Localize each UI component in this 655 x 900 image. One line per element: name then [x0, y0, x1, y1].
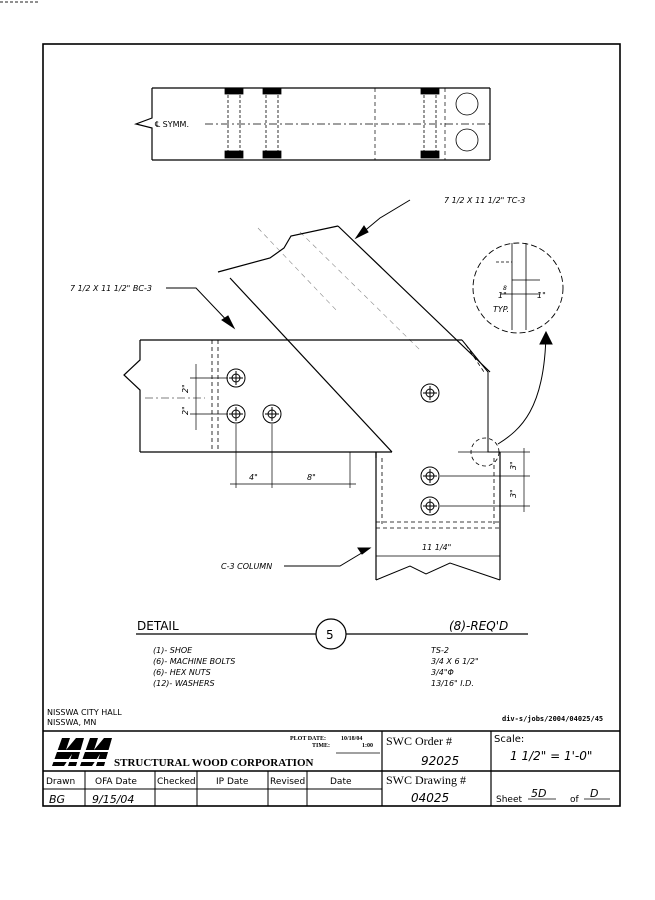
- of-value: D: [590, 787, 598, 800]
- detail-title-text: DETAIL: [137, 619, 179, 633]
- project-location: NISSWA, MN: [47, 718, 96, 727]
- sheet-border: [42, 43, 621, 807]
- plot-date: 10/18/04: [341, 736, 362, 742]
- bc-callout: 7 1/2 X 11 1/2" BC-3: [70, 284, 152, 293]
- header-ip-date: IP Date: [216, 777, 249, 787]
- header-revised: Revised: [270, 777, 305, 787]
- connection-detail: [123, 199, 564, 581]
- tc-callout: 7 1/2 X 11 1/2" TC-3: [444, 196, 525, 205]
- company-logo: [50, 738, 112, 766]
- drawing-label: SWC Drawing #: [386, 773, 466, 787]
- header-drawn: Drawn: [46, 777, 75, 787]
- header-ofa-date: OFA Date: [95, 777, 137, 787]
- drawing-number: 04025: [411, 791, 449, 805]
- order-number: 92025: [421, 754, 459, 768]
- project-name: NISSWA CITY HALL: [47, 708, 122, 717]
- dim-2a: 2": [181, 384, 190, 393]
- value-ofa-date: 9/15/04: [92, 793, 134, 806]
- title-block: [43, 730, 620, 806]
- detail-number: 5: [326, 628, 334, 642]
- detail-gap-2: 1": [537, 291, 546, 300]
- dim-4: 4": [249, 473, 258, 482]
- detail-required: (8)-REQ'D: [449, 619, 508, 633]
- material-left-2: (6)- MACHINE BOLTS: [153, 657, 235, 666]
- material-right-4: 13/16" I.D.: [431, 679, 474, 688]
- column-callout: C-3 COLUMN: [221, 562, 272, 571]
- time-label: TIME:: [312, 743, 330, 749]
- plot-date-label: PLOT DATE:: [290, 736, 326, 742]
- scale-label: Scale:: [494, 734, 524, 745]
- order-label: SWC Order #: [386, 734, 452, 748]
- material-right-3: 3/4"Φ: [431, 668, 454, 677]
- dim-width: 11 1/4": [422, 543, 451, 552]
- header-date: Date: [330, 777, 352, 787]
- file-path: div-s/jobs/2004/04025/45: [502, 715, 603, 723]
- symmetry-label: ℄ SYMM.: [155, 120, 189, 129]
- value-drawn: BG: [49, 793, 65, 806]
- material-left-4: (12)- WASHERS: [153, 679, 215, 688]
- detail-typ: TYP.: [493, 305, 509, 314]
- scale-value: 1 1/2" = 1'-0": [510, 749, 592, 763]
- detail-title: DETAIL 5 (8)-REQ'D: [136, 618, 528, 650]
- material-left-3: (6)- HEX NUTS: [153, 668, 211, 677]
- section-view: ℄ SYMM.: [133, 87, 491, 161]
- detail-typ-num: 8: [503, 285, 507, 292]
- dim-8: 8": [307, 473, 316, 482]
- dim-3a: 3": [509, 461, 518, 470]
- of-label: of: [570, 795, 580, 805]
- company-name: STRUCTURAL WOOD CORPORATION: [114, 757, 314, 769]
- sheet-value: 5D: [531, 787, 546, 800]
- header-checked: Checked: [157, 777, 196, 787]
- detail-gap-1: 1": [498, 291, 507, 300]
- material-right-1: TS-2: [431, 646, 449, 655]
- time: 1:00: [362, 743, 373, 749]
- dim-3b: 3": [509, 489, 518, 498]
- material-left-1: (1)- SHOE: [153, 646, 193, 655]
- material-right-2: 3/4 X 6 1/2": [431, 657, 479, 666]
- sheet-label: Sheet: [496, 795, 522, 805]
- dim-2b: 2": [181, 406, 190, 415]
- material-list: (1)- SHOE (6)- MACHINE BOLTS (6)- HEX NU…: [153, 646, 479, 688]
